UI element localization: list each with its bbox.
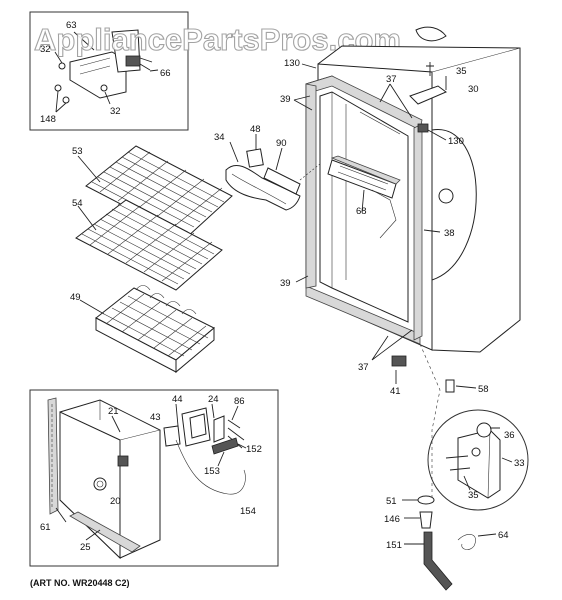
callout-49: 49 (70, 292, 81, 303)
callout-32-bottom: 32 (110, 106, 121, 117)
callout-51: 51 (386, 496, 397, 507)
callout-130-right: 130 (448, 136, 464, 147)
freezer-cabinet (305, 45, 521, 353)
callout-labels: 63 32 66 148 32 35 130 37 30 39 130 34 4… (40, 20, 525, 553)
callout-48: 48 (250, 124, 261, 135)
callout-66: 66 (160, 68, 171, 79)
callout-39-bottom: 39 (280, 278, 291, 289)
callout-152: 152 (246, 444, 262, 455)
callout-90: 90 (276, 138, 287, 149)
callout-30: 30 (468, 84, 479, 95)
callout-35-top: 35 (456, 66, 467, 77)
callout-34: 34 (214, 132, 225, 143)
callout-151: 151 (386, 540, 402, 551)
top-hinge-assembly (409, 26, 447, 133)
inset-hinge-hardware (29, 11, 189, 131)
leader-lines (293, 63, 447, 361)
inset-leveling-bracket (427, 409, 529, 511)
callout-146: 146 (384, 514, 400, 525)
callout-32-top: 32 (40, 44, 51, 55)
callout-43: 43 (150, 412, 161, 423)
callout-25: 25 (80, 542, 91, 553)
callout-21: 21 (108, 406, 119, 417)
callout-63: 63 (66, 20, 77, 31)
callout-39-top: 39 (280, 94, 291, 105)
art-number: (ART NO. WR20448 C2) (30, 578, 130, 588)
callout-61: 61 (40, 522, 51, 533)
callout-54: 54 (72, 198, 83, 209)
callout-53: 53 (72, 146, 83, 157)
callout-86: 86 (234, 396, 245, 407)
wire-shelf-lower (75, 199, 223, 291)
callout-68: 68 (356, 206, 367, 217)
callout-37-top: 37 (386, 74, 397, 85)
callout-33: 33 (514, 458, 525, 469)
drain-parts (391, 343, 497, 591)
callout-148: 148 (40, 114, 56, 125)
drain-tray-assembly (225, 134, 321, 211)
callout-38: 38 (444, 228, 455, 239)
callout-37-bottom: 37 (358, 362, 369, 373)
callout-36: 36 (504, 430, 515, 441)
freezer-basket (79, 285, 215, 374)
callout-35-bottom: 35 (468, 490, 479, 501)
callout-41: 41 (390, 386, 401, 397)
callout-154: 154 (240, 506, 256, 517)
callout-20: 20 (110, 496, 121, 507)
inset-control-panel (29, 389, 279, 567)
callout-58: 58 (478, 384, 489, 395)
callout-64: 64 (498, 530, 509, 541)
callout-130-top: 130 (284, 58, 300, 69)
callout-24: 24 (208, 394, 219, 405)
callout-44: 44 (172, 394, 183, 405)
callout-153: 153 (204, 466, 220, 477)
